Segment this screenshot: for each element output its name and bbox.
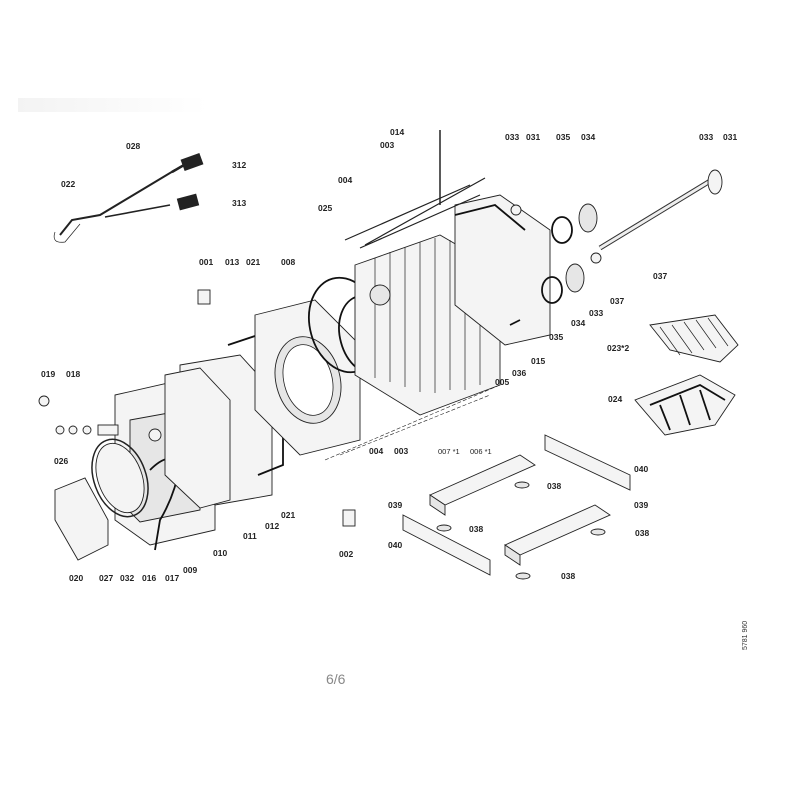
insulation-010-011 bbox=[164, 354, 273, 509]
part-label: 031 bbox=[526, 132, 540, 142]
turbulator-023 bbox=[649, 314, 739, 363]
part-label: 005 bbox=[495, 377, 509, 387]
rod-037 bbox=[598, 169, 723, 251]
gasket-027-032 bbox=[91, 438, 149, 518]
part-label: 003 bbox=[380, 140, 394, 150]
part-label: 012 bbox=[265, 521, 279, 531]
document-code: 5781 960 bbox=[742, 620, 749, 650]
flanges-033-034-035 bbox=[510, 203, 602, 304]
part-label: 035 bbox=[556, 132, 570, 142]
part-label: 039 bbox=[388, 500, 402, 510]
part-label: 040 bbox=[634, 464, 648, 474]
part-label: 008 bbox=[281, 257, 295, 267]
part-label: 017 bbox=[165, 573, 179, 583]
part-label: 009 bbox=[183, 565, 197, 575]
part-label: 027 bbox=[99, 573, 113, 583]
part-label: 033 bbox=[699, 132, 713, 142]
part-label: 032 bbox=[120, 573, 134, 583]
part-label: 312 bbox=[232, 160, 246, 170]
part-label: 037 bbox=[610, 296, 624, 306]
part-label: 013 bbox=[225, 257, 239, 267]
part-label: 010 bbox=[213, 548, 227, 558]
part-label: 031 bbox=[723, 132, 737, 142]
part-label: 003 bbox=[394, 446, 408, 456]
part-label: 313 bbox=[232, 198, 246, 208]
part-label: 006 *1 bbox=[470, 447, 492, 456]
part-drawings bbox=[38, 130, 739, 580]
part-label: 036 bbox=[512, 368, 526, 378]
part-label: 021 bbox=[246, 257, 260, 267]
tie-rods-003 bbox=[324, 130, 501, 461]
part-label: 038 bbox=[635, 528, 649, 538]
part-label: 033 bbox=[589, 308, 603, 318]
part-label: 016 bbox=[142, 573, 156, 583]
part-label: 038 bbox=[547, 481, 561, 491]
part-label: 038 bbox=[561, 571, 575, 581]
part-label: 021 bbox=[281, 510, 295, 520]
part-label: 024 bbox=[608, 394, 622, 404]
part-label: 014 bbox=[390, 127, 404, 137]
part-label: 022 bbox=[61, 179, 75, 189]
part-label: 004 bbox=[338, 175, 352, 185]
page-number: 6/6 bbox=[326, 671, 346, 687]
part-label: 011 bbox=[243, 531, 257, 541]
part-label: 004 bbox=[369, 446, 383, 456]
part-label: 019 bbox=[41, 369, 55, 379]
part-label: 038 bbox=[469, 524, 483, 534]
turbulator-024 bbox=[634, 374, 736, 436]
part-labels: 014 033 031 035 034 033 031 003 028 312 022 313 004 0… bbox=[41, 127, 737, 583]
base-frame-038-039-040 bbox=[402, 434, 631, 580]
part-label: 037 bbox=[653, 271, 667, 281]
scan-shadow bbox=[18, 98, 208, 112]
part-label: 034 bbox=[581, 132, 595, 142]
part-label: 034 bbox=[571, 318, 585, 328]
part-label: 028 bbox=[126, 141, 140, 151]
part-label: 018 bbox=[66, 369, 80, 379]
part-label: 023*2 bbox=[607, 343, 629, 353]
part-label: 026 bbox=[54, 456, 68, 466]
rear-section-015 bbox=[454, 194, 551, 346]
part-label: 025 bbox=[318, 203, 332, 213]
small-parts-001-002-018-019 bbox=[38, 289, 356, 527]
part-label: 040 bbox=[388, 540, 402, 550]
part-label: 015 bbox=[531, 356, 545, 366]
part-label: 002 bbox=[339, 549, 353, 559]
cover-020 bbox=[54, 477, 109, 561]
part-label: 020 bbox=[69, 573, 83, 583]
part-label: 039 bbox=[634, 500, 648, 510]
part-label: 033 bbox=[505, 132, 519, 142]
part-label: 001 bbox=[199, 257, 213, 267]
cleaning-tool-022-028 bbox=[53, 152, 204, 243]
part-label: 007 *1 bbox=[438, 447, 460, 456]
part-label: 035 bbox=[549, 332, 563, 342]
